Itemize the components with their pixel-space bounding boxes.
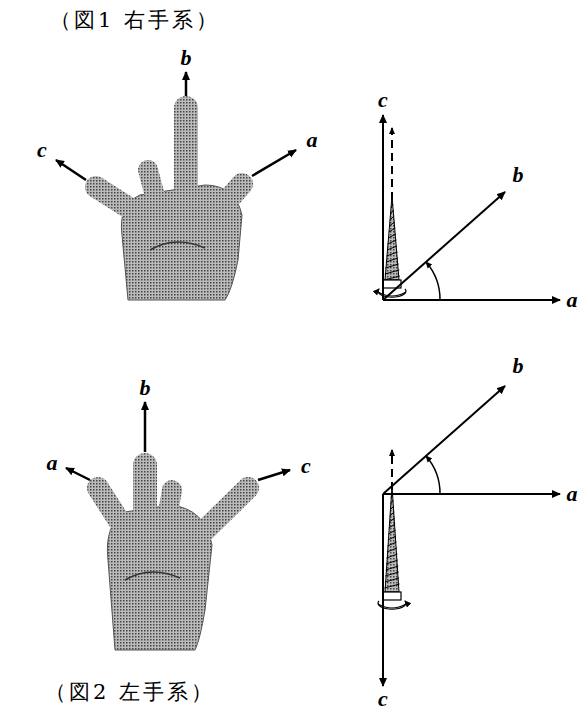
hand-arrows [66,402,290,480]
axes [383,386,560,686]
vector-label: c [378,688,388,710]
figure-caption: （図2 左手系） [45,682,215,703]
axes [383,115,560,300]
vector-label: b [181,47,192,69]
vector-label: a [567,483,578,505]
vector-label: b [513,355,524,377]
vector-label: a [567,289,578,311]
left-hand [98,465,248,650]
right-hand [96,108,242,300]
vector-label: a [47,452,58,474]
figure-caption: （図1 右手系） [50,10,220,31]
vector-label: b [513,164,524,186]
hand-arrows [56,72,296,180]
vector-label: c [37,139,47,161]
vector-label: c [378,89,388,111]
vector-label: c [301,455,311,477]
vector-label: a [307,129,318,151]
vector-label: b [140,377,151,399]
